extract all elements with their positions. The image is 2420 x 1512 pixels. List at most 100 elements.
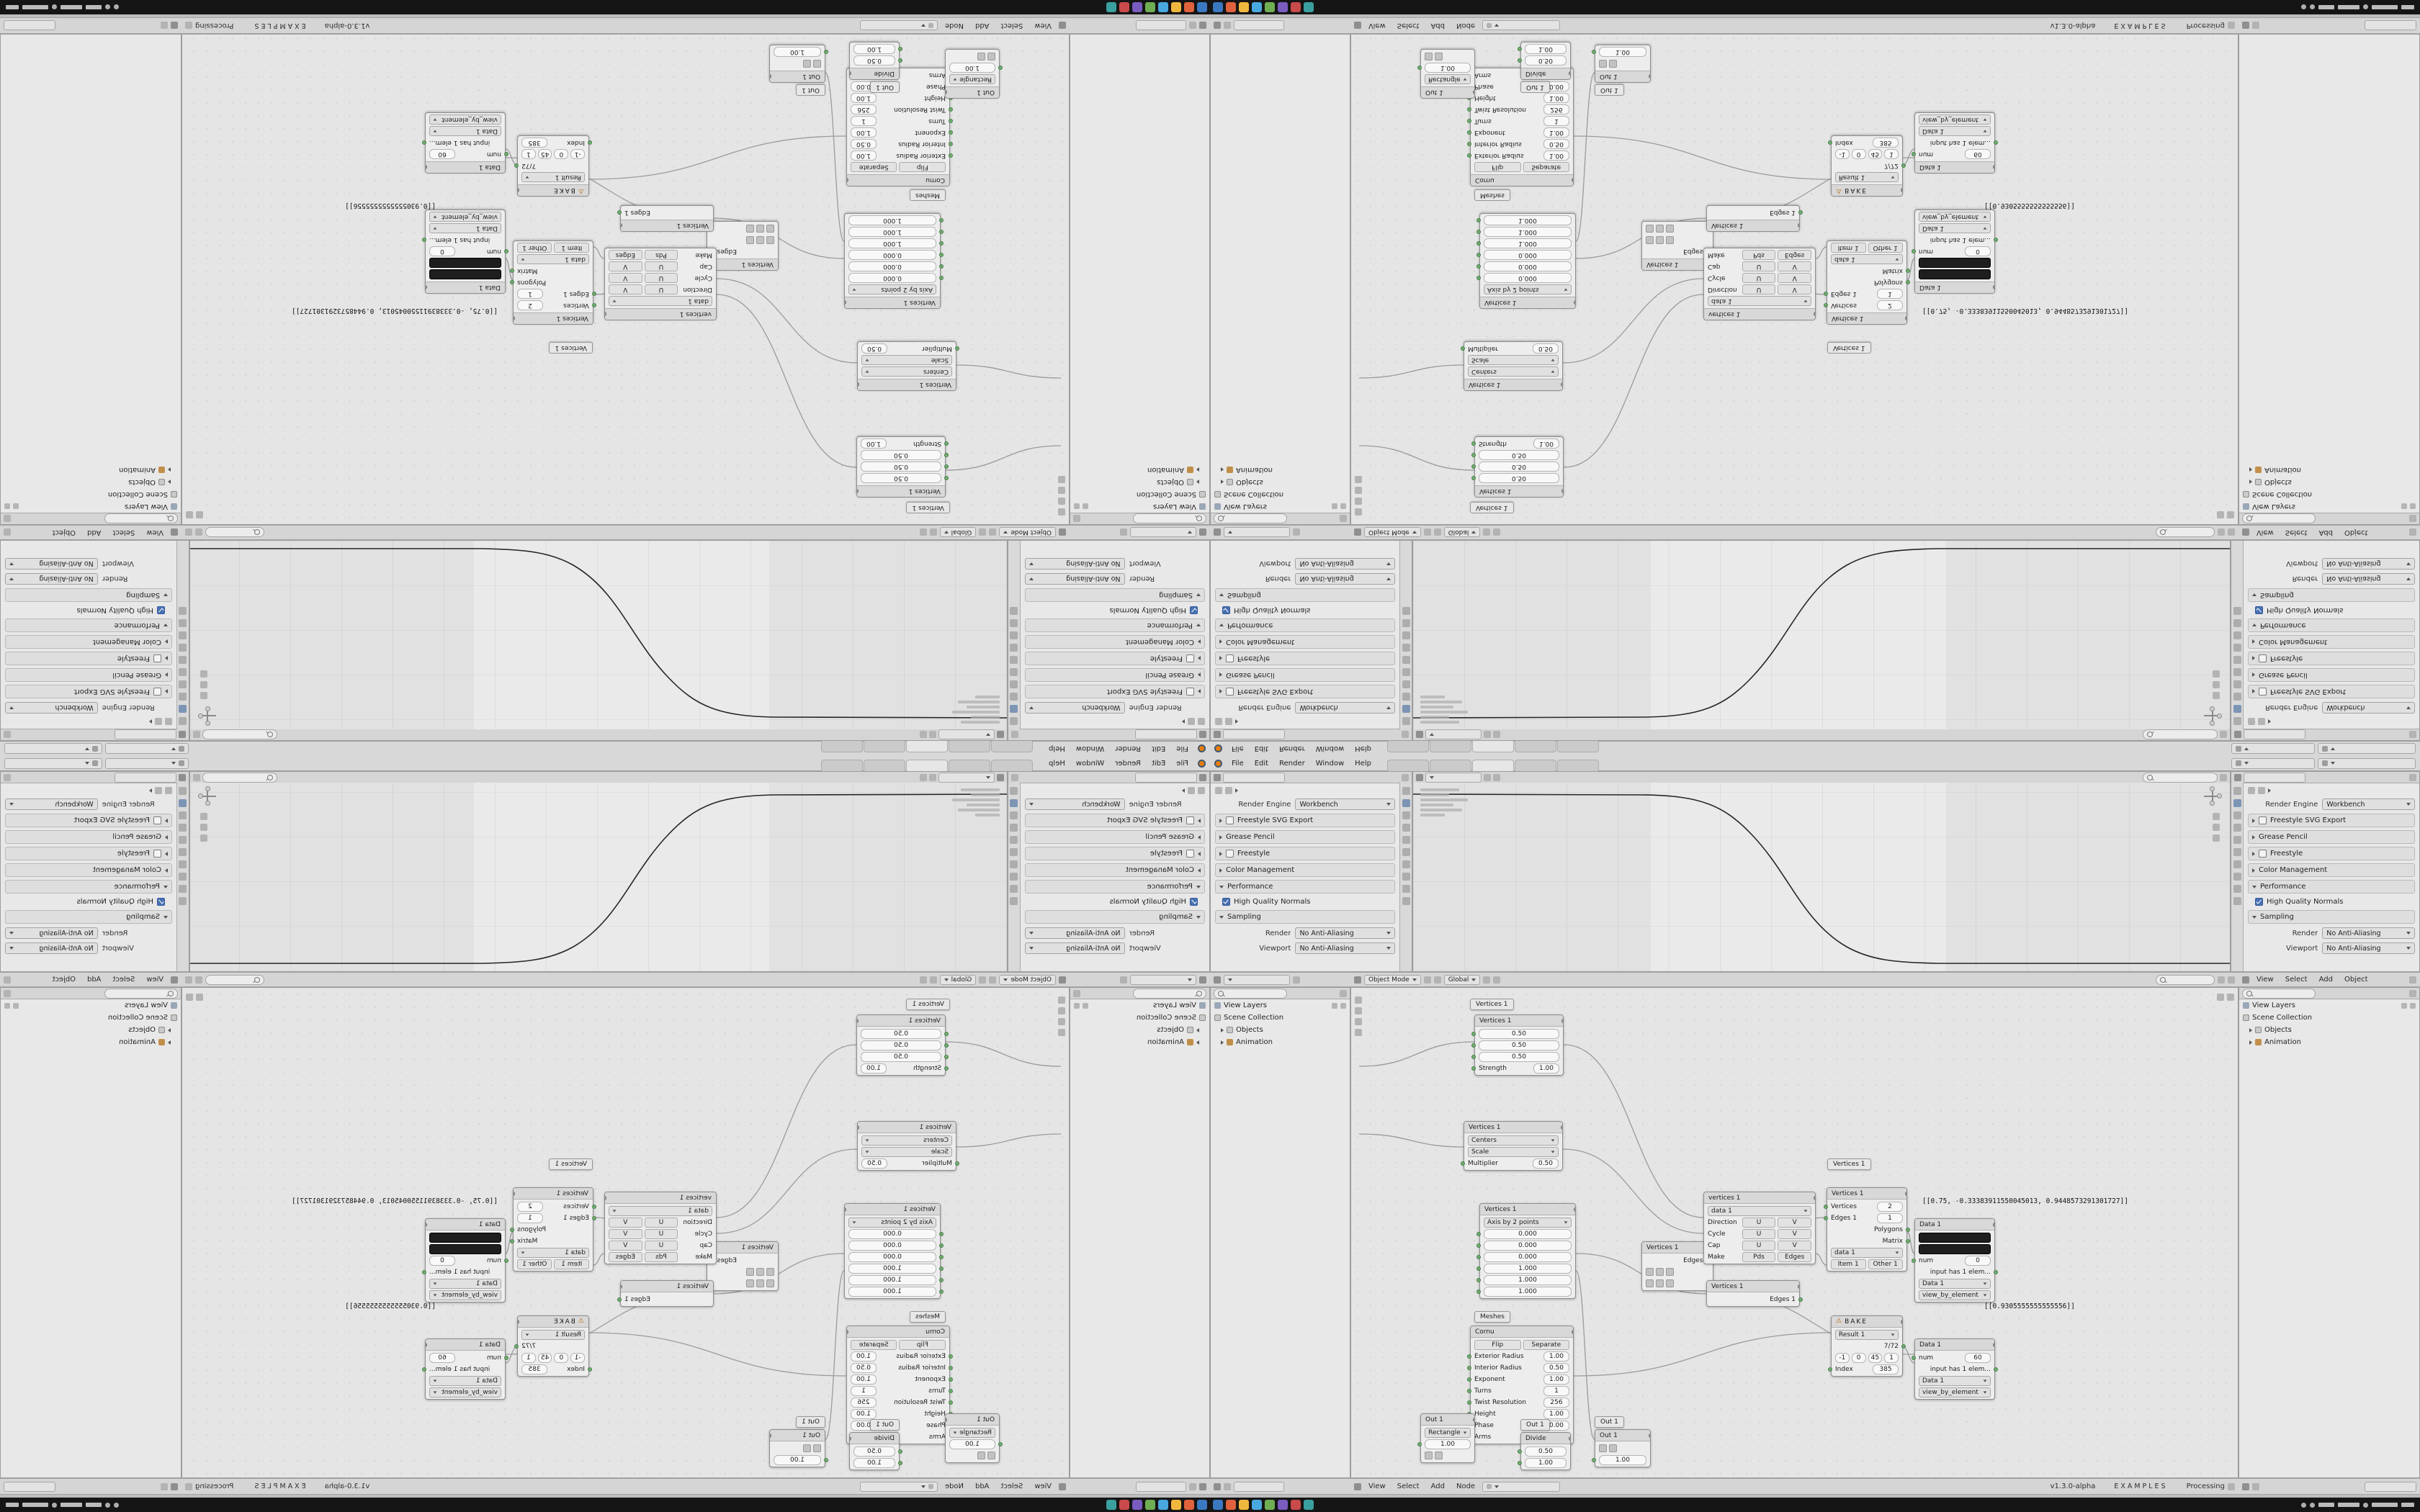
node-header[interactable]: Vertices 1 (1642, 1242, 1713, 1254)
sampling-render-dropdown[interactable]: No Anti-Aliasing (1025, 573, 1125, 585)
node-dropdown[interactable]: Scale (861, 355, 952, 366)
render-engine-dropdown[interactable]: Workbench (2322, 702, 2415, 714)
node-row[interactable]: 7/72 (1835, 1341, 1906, 1351)
node-row[interactable]: Centers (1468, 366, 1559, 377)
taskbar-app-icon[interactable] (1304, 2, 1314, 12)
editor-type-icon[interactable] (171, 976, 178, 984)
snap-icon[interactable] (1493, 731, 1500, 739)
scene-selector[interactable] (105, 743, 189, 755)
node-dropdown[interactable]: Data 1 (1919, 1375, 1991, 1386)
node-value-field[interactable]: 0.50 (861, 343, 887, 354)
node-row[interactable]: Matrix (1831, 266, 1903, 276)
node-row[interactable]: Polygons (1831, 278, 1903, 287)
node-header[interactable]: Vertices 1 (1464, 1122, 1562, 1133)
node-button-icon[interactable] (1609, 1444, 1617, 1452)
object-tab-icon[interactable] (1010, 644, 1018, 652)
restrict-icon[interactable] (1340, 1002, 1346, 1009)
zoom-icon[interactable] (200, 692, 207, 699)
node-value-field[interactable]: 45 (537, 149, 552, 160)
filter-icon[interactable] (161, 22, 168, 30)
snap-icon[interactable] (1433, 976, 1441, 984)
filter-icon[interactable] (1120, 976, 1127, 984)
node-header[interactable]: ⚠BAKE (1832, 1316, 1902, 1328)
outliner-row-view-layers[interactable]: View Layers (1070, 500, 1209, 513)
node-row[interactable]: 0.50 (861, 1028, 941, 1039)
node-row[interactable]: Result 1 (1835, 1329, 1899, 1340)
editor-type-icon[interactable] (997, 773, 1004, 781)
physics-tab-icon[interactable] (2233, 885, 2241, 893)
select-tool-icon[interactable] (1058, 996, 1065, 1004)
high-quality-normals-checkbox[interactable] (157, 898, 165, 906)
node-row[interactable]: view_by_element (429, 114, 501, 125)
taskbar-app-icon[interactable] (1197, 1500, 1207, 1510)
panel-performance[interactable]: Performance (2248, 880, 2415, 894)
navigation-gizmo[interactable] (198, 706, 216, 726)
options-icon[interactable] (2409, 773, 2416, 781)
tool-tab-icon[interactable] (179, 717, 187, 725)
options-dropdown[interactable] (4, 20, 55, 31)
zoom-icon[interactable] (186, 511, 193, 518)
display-mode-dropdown[interactable] (1130, 974, 1196, 985)
outliner-filter-input[interactable] (104, 513, 178, 524)
node-value-field[interactable]: 1.000 (1484, 1263, 1572, 1274)
options-icon[interactable] (4, 976, 11, 984)
node-row[interactable]: Polygons (517, 278, 589, 287)
panel-sampling[interactable]: Sampling (2248, 588, 2415, 602)
taskbar-app-icon[interactable] (1119, 1500, 1129, 1510)
menu-view[interactable]: View (146, 976, 163, 984)
node-toggle-button[interactable]: Flip (1474, 1339, 1521, 1350)
node-dropdown[interactable]: data 1 (517, 254, 589, 265)
node-dropdown[interactable]: view_by_element (1919, 212, 1991, 222)
physics-tab-icon[interactable] (1402, 619, 1410, 627)
node-tree-selector[interactable] (859, 20, 938, 31)
panel-sampling[interactable]: Sampling (5, 588, 172, 602)
tray-icon[interactable] (2310, 4, 2315, 10)
filter-icon[interactable] (2252, 1482, 2259, 1490)
snap-icon[interactable] (1493, 773, 1500, 781)
view-layer-tab-icon[interactable] (2233, 824, 2241, 832)
node-value-field[interactable]: 0.50 (1525, 1446, 1567, 1457)
tray-icon[interactable] (2363, 1502, 2368, 1508)
node-dropdown[interactable]: Centers (861, 1135, 952, 1146)
properties-editor-icon[interactable] (2234, 773, 2241, 781)
node-header[interactable]: Divide (1521, 1433, 1570, 1444)
node-value-field[interactable]: 0.50 (1533, 343, 1559, 354)
outliner-filter-input[interactable] (104, 988, 178, 999)
search-input[interactable] (205, 527, 264, 538)
menu-select[interactable]: Select (112, 976, 135, 984)
high-quality-normals-checkbox[interactable] (1222, 898, 1230, 906)
overlay-icon[interactable] (195, 976, 202, 984)
filter-icon[interactable] (1073, 989, 1080, 997)
node-value-field[interactable]: 0.50 (861, 1158, 887, 1169)
proportional-icon[interactable] (1483, 976, 1491, 984)
output-tab-icon[interactable] (2233, 811, 2241, 819)
node-row[interactable]: data 1 (517, 254, 589, 265)
node-button-icon[interactable] (756, 1279, 764, 1287)
options-icon[interactable] (2409, 528, 2416, 536)
freestyle-checkbox[interactable] (1226, 654, 1234, 662)
node-button-icon[interactable] (1656, 236, 1664, 244)
high-quality-normals-checkbox[interactable] (1190, 606, 1198, 614)
taskbar-app-icon[interactable] (1213, 2, 1223, 12)
node-toggle-button[interactable]: V (608, 1240, 642, 1251)
node-toggle-button[interactable]: U (644, 1228, 678, 1239)
modifiers-tab-icon[interactable] (179, 631, 187, 639)
menu-select[interactable]: Select (2285, 528, 2308, 536)
node-toggle-button[interactable]: V (608, 261, 642, 272)
color-swatch[interactable] (429, 1243, 501, 1254)
menu-node[interactable]: Node (1456, 1482, 1476, 1490)
node-row[interactable]: 0.000 (1476, 1228, 1572, 1239)
node-value-field[interactable]: 0.50 (1479, 450, 1559, 461)
freestyle-checkbox[interactable] (2259, 850, 2267, 858)
